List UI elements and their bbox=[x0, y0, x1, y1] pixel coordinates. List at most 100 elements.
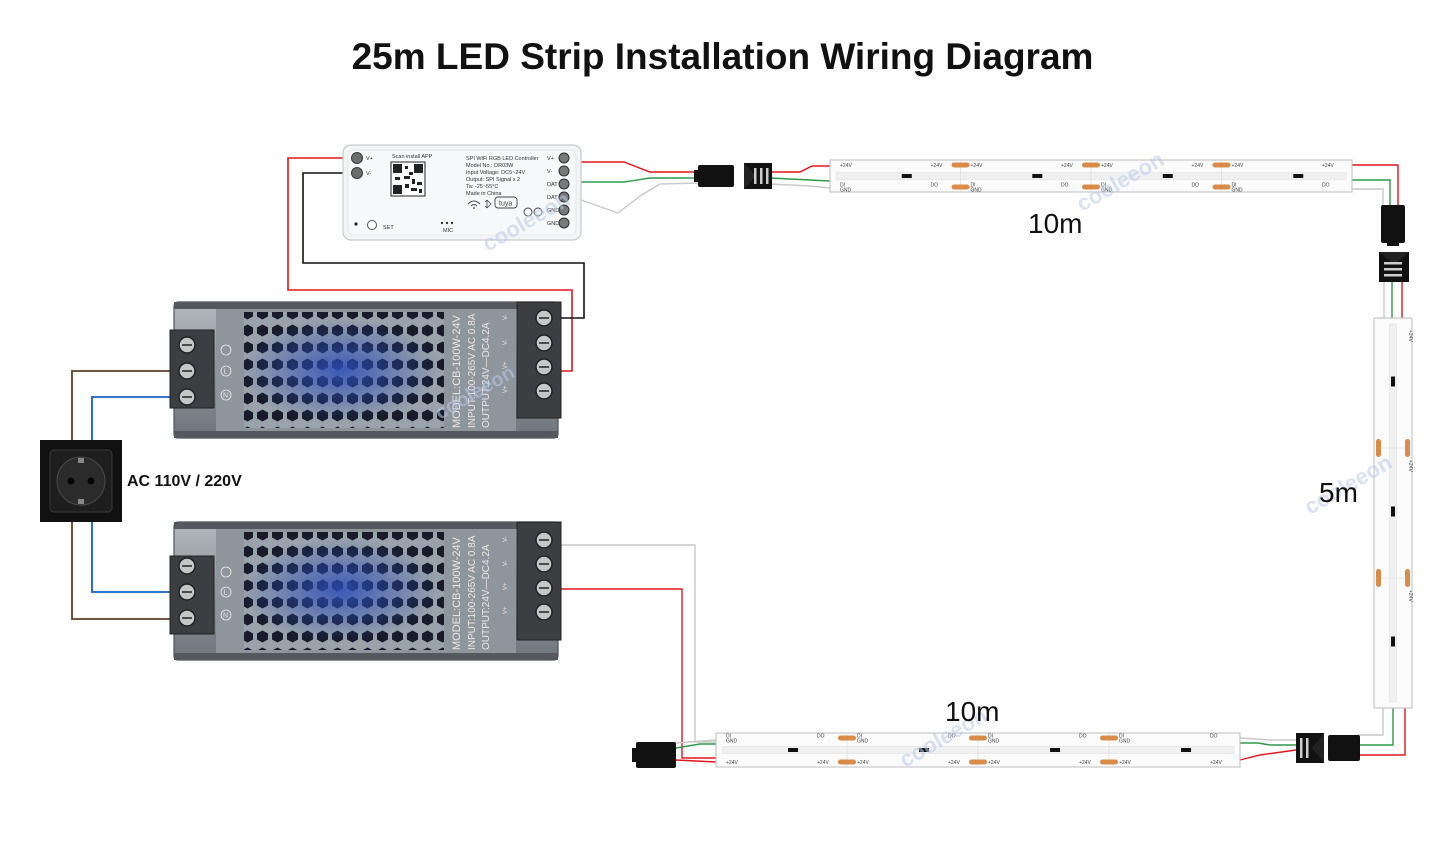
strip-ic-chip bbox=[1162, 174, 1173, 178]
psu2-output: OUTPUT:24V—DC4.2A bbox=[481, 544, 492, 650]
wall-socket bbox=[40, 440, 122, 522]
controller-set-label: SET bbox=[383, 225, 394, 231]
strip-label-pos: +24V bbox=[948, 760, 960, 766]
psu2-ac-terminals bbox=[178, 557, 196, 627]
qr-code-icon bbox=[390, 161, 426, 197]
controller-temp: Ta: -25~55°C bbox=[466, 184, 498, 190]
bottom-right-red bbox=[1239, 749, 1297, 761]
strip-pad bbox=[1212, 162, 1231, 168]
strip-ic-chip bbox=[1391, 506, 1395, 517]
controller-port-right-4: GND bbox=[547, 208, 559, 214]
bottom-right-green bbox=[1240, 742, 1296, 746]
strip-label-pos: +24V bbox=[817, 760, 829, 766]
connector-bottom-right-male bbox=[1296, 733, 1324, 763]
strip-pad bbox=[1100, 759, 1118, 765]
connector-right-lower bbox=[1379, 252, 1409, 282]
bl-green bbox=[675, 743, 716, 749]
psu1-dc-2: V+ bbox=[503, 361, 509, 369]
strip-ic-chip bbox=[919, 748, 930, 752]
psu2-red bbox=[545, 588, 716, 759]
power-supply-2: L N V- V- V+ V+ MODEL:CB-100W-24V INPUT:… bbox=[169, 521, 562, 661]
connector-right-upper bbox=[1381, 205, 1405, 246]
power-supply-1: L N V- V- V+ V+ MODEL:CB-100W-24V INPUT:… bbox=[169, 301, 562, 439]
psu2-term-n: N bbox=[223, 613, 228, 620]
psu1-ground-icon bbox=[220, 344, 232, 356]
bl-white bbox=[675, 739, 717, 744]
strip-label-din: DI bbox=[988, 734, 993, 740]
controller-name: SPI WiFi RGB LED Controller bbox=[466, 156, 539, 162]
strip-label-pos: +24V bbox=[1322, 163, 1334, 169]
led-strip-bottom: +24VDIGND+24VDIGND+24VDO+24VDIGND+24VDO+… bbox=[715, 732, 1241, 768]
controller-model: Model No.: DR03W bbox=[466, 163, 514, 169]
strip-label-pos: +24V bbox=[1407, 590, 1413, 602]
strip-label-pos: +24V bbox=[1101, 163, 1113, 169]
strip-label-gnd: GND bbox=[1119, 738, 1131, 744]
strip-label-gnd: GND bbox=[1232, 187, 1244, 193]
strip-pad bbox=[1405, 569, 1410, 587]
psu1-dc-3: V+ bbox=[503, 385, 509, 393]
vert-end-red bbox=[1358, 708, 1406, 756]
top-end-red bbox=[1352, 164, 1399, 205]
psu2-dc-3: V+ bbox=[503, 606, 509, 614]
psu1-dc-1: V- bbox=[503, 339, 509, 345]
connector-top-female bbox=[694, 165, 734, 187]
psu2-term-l: L bbox=[224, 590, 228, 597]
controller-set-button bbox=[367, 220, 377, 230]
ac-voltage-label: AC 110V / 220V bbox=[127, 473, 242, 490]
top-red bbox=[770, 165, 830, 173]
strip-label-gnd: GND bbox=[988, 738, 1000, 744]
bl-red bbox=[675, 759, 717, 763]
ce-mark-icon bbox=[523, 207, 543, 217]
watermarks: cooleeon cooleeon cooleeon cooleeon cool… bbox=[432, 146, 1397, 772]
strip-label-din: DI bbox=[1101, 183, 1106, 189]
strip-label-gnd: GND bbox=[857, 738, 869, 744]
strip-label-dout: DO bbox=[931, 183, 939, 189]
controller-port-left-1: V- bbox=[366, 171, 371, 177]
controller-right-ports: V+ V- DAT DAT GND GND bbox=[547, 152, 570, 229]
psu1-dc-0: V- bbox=[503, 314, 509, 320]
strip-label-din: DI bbox=[857, 734, 862, 740]
controller-led-dot bbox=[354, 222, 358, 226]
strip-label-gnd: GND bbox=[1101, 187, 1113, 193]
led-strip-right: +24V+24V+24V bbox=[1373, 317, 1413, 709]
strip-pad bbox=[951, 184, 970, 190]
strip-label-gnd: GND bbox=[726, 738, 738, 744]
bottom-right-white bbox=[1239, 737, 1296, 741]
psu2-dc-1: V- bbox=[503, 560, 509, 566]
top-white bbox=[769, 183, 831, 189]
strip-pad bbox=[1376, 569, 1381, 587]
strip-ic-chip bbox=[901, 174, 912, 178]
strip-label-gnd: GND bbox=[971, 187, 983, 193]
psu1-output: OUTPUT:24V—DC4.2A bbox=[481, 322, 492, 428]
connector-top-male bbox=[744, 163, 772, 189]
psu2-dc-terminals bbox=[535, 531, 553, 621]
strip-label-pos: +24V bbox=[1232, 163, 1244, 169]
strip-label-pos: +24V bbox=[988, 760, 1000, 766]
strip-ic-chip bbox=[1293, 174, 1304, 178]
strip-label-din: DI bbox=[1232, 183, 1237, 189]
length-label-top: 10m bbox=[1028, 208, 1082, 239]
psu1-term-n: N bbox=[223, 393, 228, 400]
strip-label-pos: +24V bbox=[1407, 330, 1413, 342]
top-end-white bbox=[1352, 188, 1384, 205]
length-label-bottom: 10m bbox=[945, 696, 999, 727]
strip-pad bbox=[1212, 184, 1231, 190]
socket-hole-left bbox=[67, 477, 75, 485]
psu1-term-l: L bbox=[224, 369, 228, 376]
strip-label-pos: +24V bbox=[971, 163, 983, 169]
strip-pad bbox=[1082, 184, 1100, 190]
led-strip-top: +24VDIGND+24VDIGND+24VDO+24VDIGND+24VDO+… bbox=[829, 159, 1353, 193]
top-end-green bbox=[1352, 179, 1391, 205]
psu1-ac-terminals bbox=[178, 336, 196, 406]
strip-label-pos: +24V bbox=[1061, 163, 1073, 169]
strip-pad bbox=[1376, 439, 1381, 457]
controller-mic-label: MIC bbox=[443, 228, 453, 234]
connector-bottom-left bbox=[632, 742, 676, 768]
strip-label-dout: DO bbox=[1079, 734, 1087, 740]
psu2-dc-0: V- bbox=[503, 536, 509, 542]
strip-label-dout: DO bbox=[1192, 183, 1200, 189]
strip-label-din: DI bbox=[840, 183, 845, 189]
psu1-model: MODEL:CB-100W-24V bbox=[451, 314, 463, 428]
psu1-dc-terminals bbox=[535, 309, 553, 400]
controller-port-left-0: V+ bbox=[366, 156, 373, 162]
